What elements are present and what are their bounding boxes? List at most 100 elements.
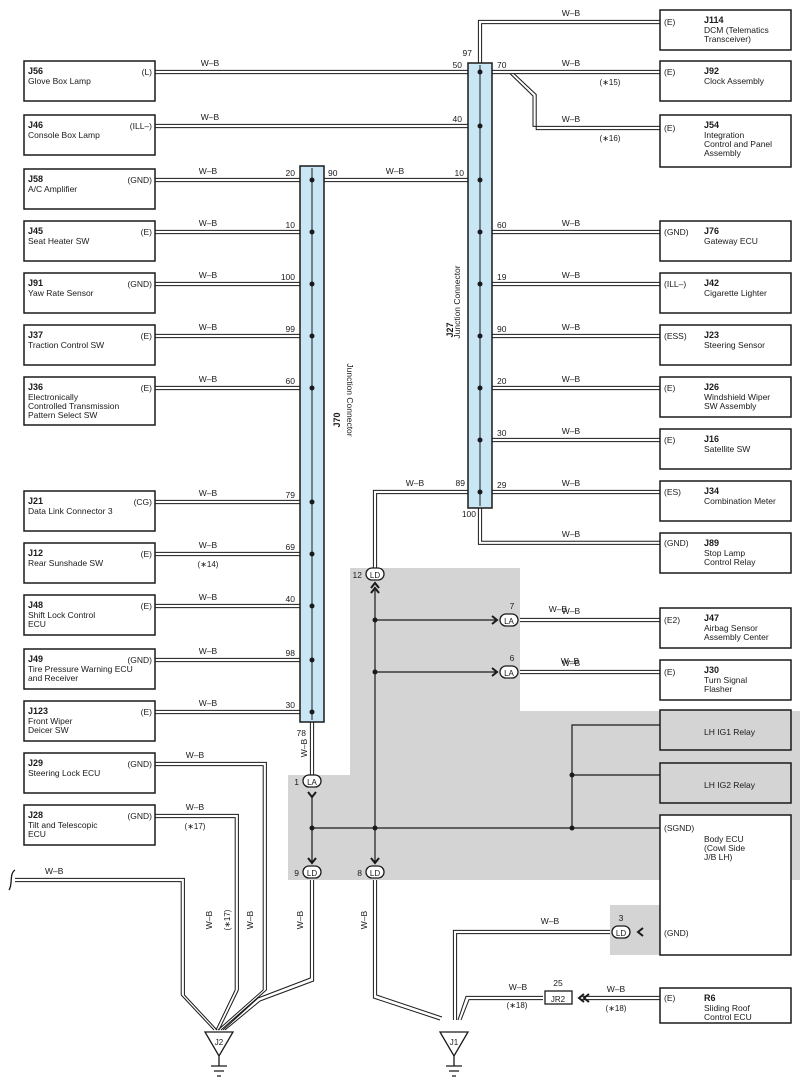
connector-tag: LD [307, 869, 317, 878]
component-name: Tire Pressure Warning ECU [28, 664, 133, 674]
wire-label: W–B [562, 478, 581, 488]
component-code: J21 [28, 496, 43, 506]
component-name: ECU [28, 829, 46, 839]
wire-label: W–B [562, 218, 581, 228]
wire-label: W–B [199, 646, 218, 656]
pin-number: 50 [453, 60, 463, 70]
pin-number: 30 [497, 428, 507, 438]
pin-number: 100 [281, 272, 295, 282]
component-name: Tilt and Telescopic [28, 820, 98, 830]
connector-label: (SGND) [664, 823, 694, 833]
component-code: J92 [704, 66, 719, 76]
junction-name: Junction Connector [452, 265, 462, 338]
component-name: Yaw Rate Sensor [28, 288, 94, 298]
junction-name: Junction Connector [345, 363, 355, 436]
connector-label: (ILL–) [130, 121, 152, 131]
component-code: J29 [28, 758, 43, 768]
component-name: J/B LH) [704, 852, 733, 862]
relay-label: LH IG1 Relay [704, 727, 756, 737]
wire-label: W–B [199, 270, 218, 280]
wire-label: W–B [562, 270, 581, 280]
note-label: (∗17) [185, 822, 206, 831]
note-label: (∗16) [600, 134, 621, 143]
connector-tag: LA [504, 617, 514, 626]
component-name: Seat Heater SW [28, 236, 89, 246]
component-name: Front Wiper [28, 716, 73, 726]
pin-number: 20 [497, 376, 507, 386]
pin-number: 10 [286, 220, 296, 230]
note-label: (∗18) [507, 1001, 528, 1010]
wire-label: W–B [199, 488, 218, 498]
pin-number: 99 [286, 324, 296, 334]
component-code: J23 [704, 330, 719, 340]
note-label: (∗14) [198, 560, 219, 569]
component-code: J46 [28, 120, 43, 130]
pin-number: 60 [286, 376, 296, 386]
connector-pin: 9 [294, 868, 299, 878]
wire-label: W–B [562, 606, 581, 616]
wire-label: W–B [186, 750, 205, 760]
pin-number: 19 [497, 272, 507, 282]
component-name: (Cowl Side [704, 843, 745, 853]
connector-label: (GND) [664, 227, 689, 237]
connector-label: (GND) [127, 175, 152, 185]
pin-number: 30 [286, 700, 296, 710]
component-code: J28 [28, 810, 43, 820]
wire-label: W–B [607, 984, 626, 994]
component-name: Control and Panel [704, 139, 772, 149]
wire-label: W–B [562, 8, 581, 18]
pin-number: 69 [286, 542, 296, 552]
connector-label: (E) [664, 17, 676, 27]
relay-label: LH IG2 Relay [704, 780, 756, 790]
component-name: Electronically [28, 392, 79, 402]
component-name: DCM (Telematics [704, 25, 769, 35]
wire-label: W–B [562, 374, 581, 384]
wire-label: W–B [199, 218, 218, 228]
pin-number: 40 [453, 114, 463, 124]
pin-number: 98 [286, 648, 296, 658]
component-name: Deicer SW [28, 725, 69, 735]
wire-label: W–B [199, 540, 218, 550]
component-name: Integration [704, 130, 744, 140]
component-name: Windshield Wiper [704, 392, 770, 402]
component-name: Glove Box Lamp [28, 76, 91, 86]
component-code: J49 [28, 654, 43, 664]
note-label: (∗18) [606, 1004, 627, 1013]
connector-label: (GND) [664, 538, 689, 548]
connector-label: (E) [141, 383, 153, 393]
wire-label: W–B [201, 112, 220, 122]
connector-arrows [307, 581, 644, 1003]
connector-label: (GND) [127, 279, 152, 289]
wire-label: W–B [562, 426, 581, 436]
component-name: Transceiver) [704, 34, 751, 44]
connector-label: (GND) [664, 928, 689, 938]
wire-label: W–B [549, 604, 568, 614]
junction-code: J27 [445, 322, 455, 337]
connector-label: (ESS) [664, 331, 687, 341]
component-code: J12 [28, 548, 43, 558]
component-code: J34 [704, 486, 719, 496]
connector-label: (CG) [134, 497, 153, 507]
wires [15, 19, 660, 1031]
component-code: J36 [28, 382, 43, 392]
wire-label: W–B [562, 322, 581, 332]
connector-label: (L) [142, 67, 153, 77]
connector-label: (E) [664, 123, 676, 133]
component-name: Steering Lock ECU [28, 768, 100, 778]
connector-tag: LA [307, 778, 317, 787]
component-name: Flasher [704, 684, 733, 694]
connector-pin: 12 [353, 570, 363, 580]
wire-label: W–B [562, 658, 581, 668]
wire-label: W–B [245, 910, 255, 929]
component-code: J26 [704, 382, 719, 392]
wire-label: W–B [204, 910, 214, 929]
component-code: R6 [704, 993, 716, 1003]
component-code: J45 [28, 226, 43, 236]
pin-number: 70 [497, 60, 507, 70]
wire-label: W–B [359, 910, 369, 929]
component-code: J16 [704, 434, 719, 444]
wire-label: W–B [561, 656, 580, 666]
component-code: J47 [704, 613, 719, 623]
component-name: Traction Control SW [28, 340, 104, 350]
